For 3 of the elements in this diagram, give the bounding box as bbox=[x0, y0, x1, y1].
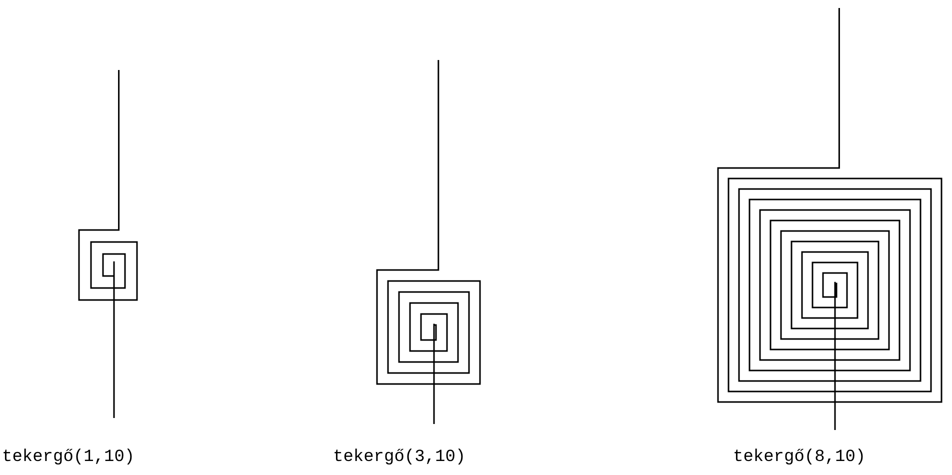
function-call-caption: tekergő(8,10) bbox=[733, 448, 866, 467]
function-call-caption: tekergő(3,10) bbox=[333, 448, 466, 467]
function-call-caption: tekergő(1,10) bbox=[2, 448, 135, 467]
